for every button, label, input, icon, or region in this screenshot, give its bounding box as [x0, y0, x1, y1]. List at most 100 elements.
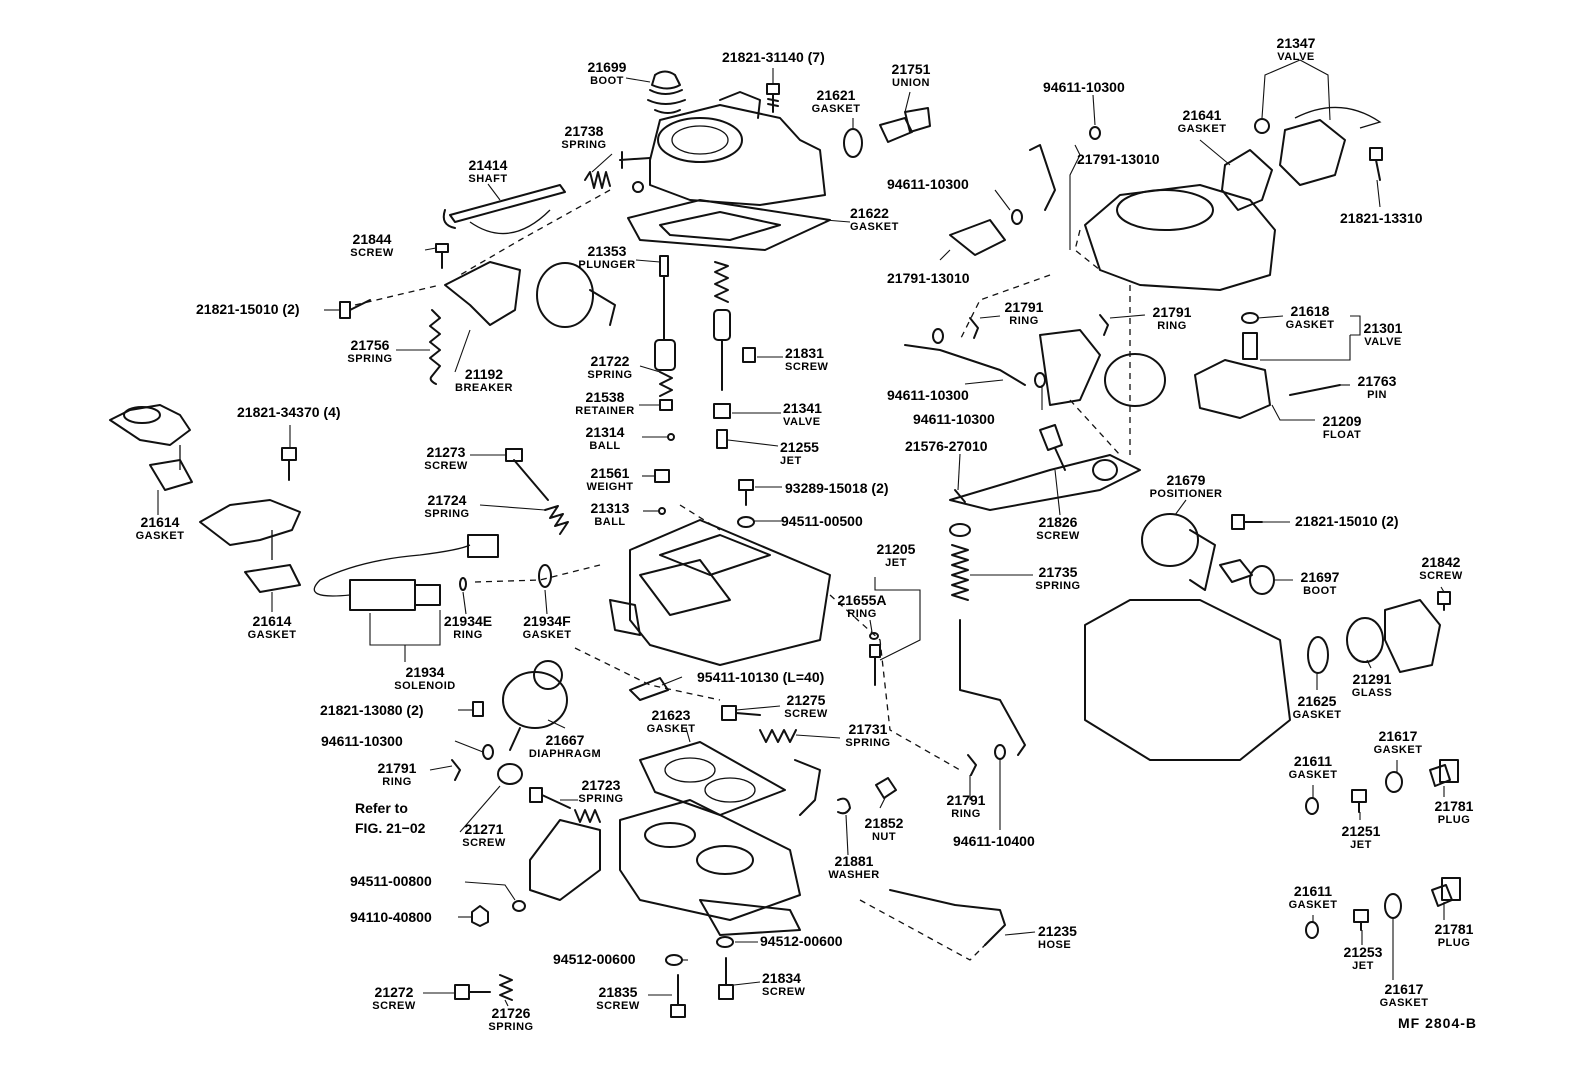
part-number: 21291 [1353, 671, 1392, 687]
part-name: RING [382, 776, 412, 788]
link-rod-drawing [959, 619, 1026, 756]
part-label-93289: 93289-15018 (2) [785, 480, 889, 496]
gasket-21617b-drawing [1384, 893, 1402, 919]
part-number: 21726 [492, 1005, 531, 1021]
part-number: 21614 [141, 514, 180, 530]
part-name: HOSE [1038, 939, 1071, 951]
screw-21272-drawing [454, 984, 491, 1000]
part-name: SPRING [561, 139, 606, 151]
part-name: SPRING [578, 793, 623, 805]
part-number: 21791 [1153, 304, 1192, 320]
screw-21821-34370-drawing [281, 447, 297, 481]
weight-21561-drawing [654, 469, 670, 483]
part-label-21821_15010a: 21821-15010 (2) [196, 301, 300, 317]
part-name: SPRING [1035, 580, 1080, 592]
part-number: 21791-13010 [1077, 151, 1160, 167]
part-name: VALVE [783, 416, 821, 428]
part-name: BALL [589, 440, 620, 452]
part-number: 21934E [444, 613, 492, 629]
part-number: 21821-13080 (2) [320, 702, 424, 718]
part-name: RING [847, 608, 877, 620]
part-number: 94611-10300 [321, 733, 403, 749]
part-number: 21275 [787, 692, 826, 708]
gasket-21611b-drawing [1305, 921, 1319, 939]
pin-21763-drawing [1289, 384, 1341, 396]
part-name: SCREW [1419, 570, 1463, 582]
part-name: RING [1009, 315, 1039, 327]
part-name: PLUG [1438, 814, 1471, 826]
part-label-21821_34370: 21821-34370 (4) [237, 404, 341, 420]
part-number: 21724 [428, 492, 467, 508]
part-label-21791_13010a: 21791-13010 [1077, 151, 1160, 167]
ring-21791-a-drawing [451, 759, 461, 781]
union-21751-drawing [879, 107, 931, 143]
part-name: GASKET [248, 629, 297, 641]
cover-plate-drawing [1384, 599, 1441, 673]
part-label-94611_c: 94611-10300 [887, 176, 969, 192]
part-number: 21655A [837, 592, 886, 608]
part-name: GASKET [1178, 123, 1227, 135]
gasket-21621-drawing [843, 128, 863, 158]
part-name: BALL [594, 516, 625, 528]
screw-21842-drawing [1437, 591, 1451, 611]
assembly-lines [354, 189, 1131, 961]
washer-21881-drawing [837, 797, 851, 815]
spring-21735-drawing [949, 523, 971, 601]
part-name: PLUNGER [578, 259, 635, 271]
spring-21738-drawing [584, 171, 611, 189]
ring-21791-b-drawing [969, 317, 979, 339]
ring-94611-a-drawing [482, 744, 494, 760]
spring-21731-drawing [759, 729, 797, 743]
part-number: 95411-10130 (L=40) [697, 669, 824, 685]
part-label-94110: 94110-40800 [350, 909, 432, 925]
part-label-94611_b: 94611-10300 [1043, 79, 1125, 95]
boot-21699-drawing [647, 70, 686, 114]
part-name: BOOT [1303, 585, 1337, 597]
float-chamber-drawing [1084, 184, 1276, 291]
ring-94611-c-drawing [1011, 209, 1023, 225]
shaft-21414-drawing [442, 184, 566, 235]
valve-21347-drawing [1254, 106, 1382, 186]
part-number: 21611 [1294, 753, 1332, 769]
nut-94110-drawing [471, 905, 489, 927]
part-name: RETAINER [575, 405, 634, 417]
part-number: 94611-10300 [913, 411, 995, 427]
spring-21723-drawing [574, 809, 601, 823]
figure-code: MF 2804-B [1398, 1015, 1477, 1031]
part-number: 21781 [1435, 921, 1474, 937]
part-name: GASKET [136, 530, 185, 542]
part-number: 21618 [1291, 303, 1330, 319]
part-number: 21251 [1342, 823, 1381, 839]
part-number: 94512-00600 [553, 951, 636, 967]
throttle-linkage-drawing [529, 819, 601, 901]
plug-21781b-drawing [1431, 877, 1461, 907]
part-label-95411: 95411-10130 (L=40) [697, 669, 824, 685]
screw-21821-15010a-drawing [339, 299, 371, 319]
part-number: 21353 [588, 243, 627, 259]
part-name: SCREW [424, 460, 468, 472]
choke-lever-drawing [949, 454, 1141, 511]
part-name: WEIGHT [587, 481, 634, 493]
ring-94511-00500-drawing [737, 516, 755, 528]
part-name: VALVE [1277, 51, 1315, 63]
part-number: 21826 [1039, 514, 1078, 530]
part-number: 21192 [465, 366, 503, 382]
